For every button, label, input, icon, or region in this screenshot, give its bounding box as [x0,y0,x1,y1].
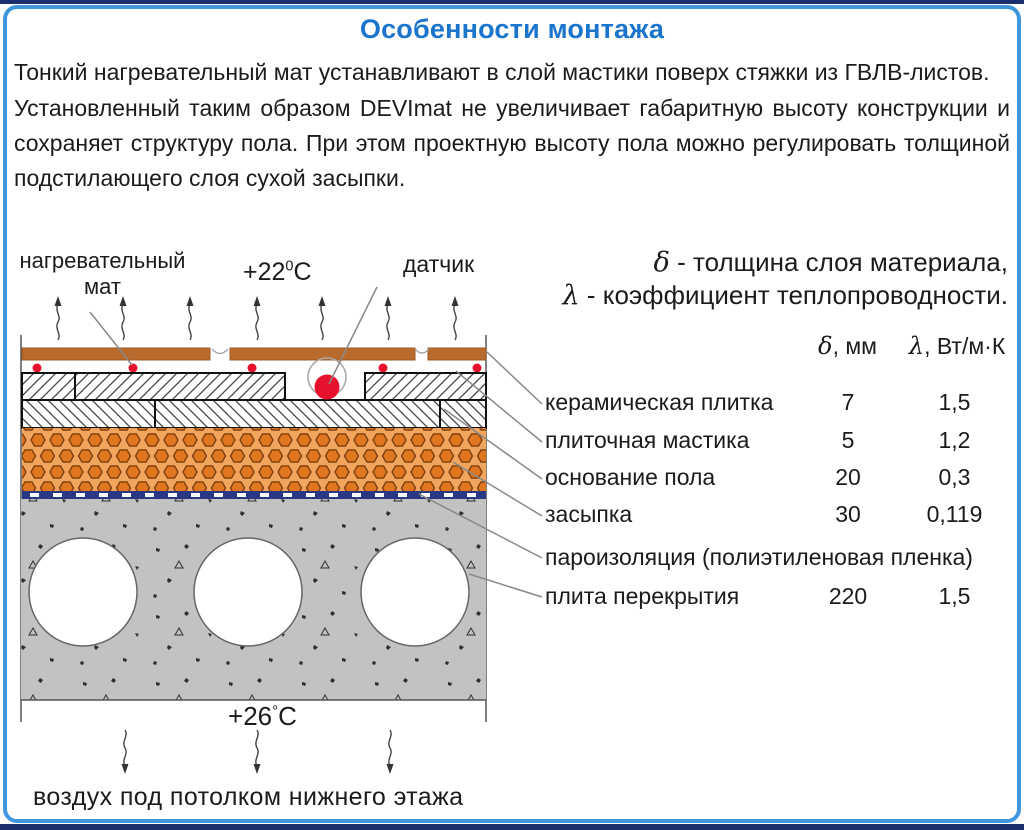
intro-paragraph-2: Установленный таким образом DEVImat не у… [14,95,1010,191]
layer-thickness: 7 [841,389,855,415]
vapor-barrier-layer [22,491,486,499]
dry-fill-layer [22,428,486,491]
legend: δ - толщина слоя материала, λ - коэффици… [488,246,1008,312]
air-under-ceiling-caption: воздух под потолком нижнего этажа [33,783,464,811]
layer-thickness: 20 [835,464,861,490]
concrete-slab-layer [21,499,486,701]
layer-conductivity: 1,5 [938,583,971,609]
table-row-floor-base: основание пола 20 0,3 [545,464,1015,494]
leader-lines [89,286,543,598]
legend-line-lambda: λ - коэффициент теплопроводности. [562,280,1008,311]
heat-down-arrows-icon [120,729,395,775]
layer-conductivity: 1,2 [938,427,971,453]
heating-cable-dots [32,363,482,373]
layer-thickness: 30 [835,501,861,527]
layer-thickness: 220 [828,583,868,609]
layer-conductivity: 0,119 [926,501,983,527]
floor-base-layer [21,372,487,429]
ceiling-temperature-label: +26°C [228,701,297,731]
layer-thickness: 5 [841,427,855,453]
page-title: Особенности монтажа [359,14,665,44]
heat-up-arrows-icon [53,295,460,341]
table-row-ceramic-tile: керамическая плитка 7 1,5 [545,389,1015,419]
sensor-label: датчик [403,251,475,277]
layer-conductivity: 1,5 [938,389,971,415]
intro-paragraph-1: Тонкий нагревательный мат устанавливают … [14,59,990,85]
top-edge-strip [0,0,1024,4]
table-row-tile-mastic: плиточная мастика 5 1,2 [545,427,1015,457]
bottom-edge-strip [0,824,1024,830]
layer-name: керамическая плитка [545,389,774,415]
heating-mat-label: нагревательный мат [19,248,186,299]
table-row-vapor-barrier: пароизоляция (полиэтиленовая пленка) [545,544,1015,574]
layer-name: засыпка [545,501,633,527]
layer-name: плита перекрытия [545,583,740,609]
layer-name: пароизоляция (полиэтиленовая пленка) [545,544,973,570]
sensor-marker [307,357,347,400]
layer-name: основание пола [545,464,716,490]
legend-line-delta: δ - толщина слоя материала, [653,247,1008,278]
ceramic-tile-layer [21,347,487,361]
table-row-floor-slab: плита перекрытия 220 1,5 [545,583,1015,613]
layer-conductivity: 0,3 [938,464,971,490]
column-header-conductivity: λ, Вт/м·К [908,332,1006,360]
table-row-dry-fill: засыпка 30 0,119 [545,501,1015,531]
surface-temperature-label: +220C [243,258,312,286]
intro-text: Тонкий нагревательный мат устанавливают … [14,55,1010,197]
column-header-thickness: δ, мм [818,332,877,360]
layer-name: плиточная мастика [545,427,750,453]
